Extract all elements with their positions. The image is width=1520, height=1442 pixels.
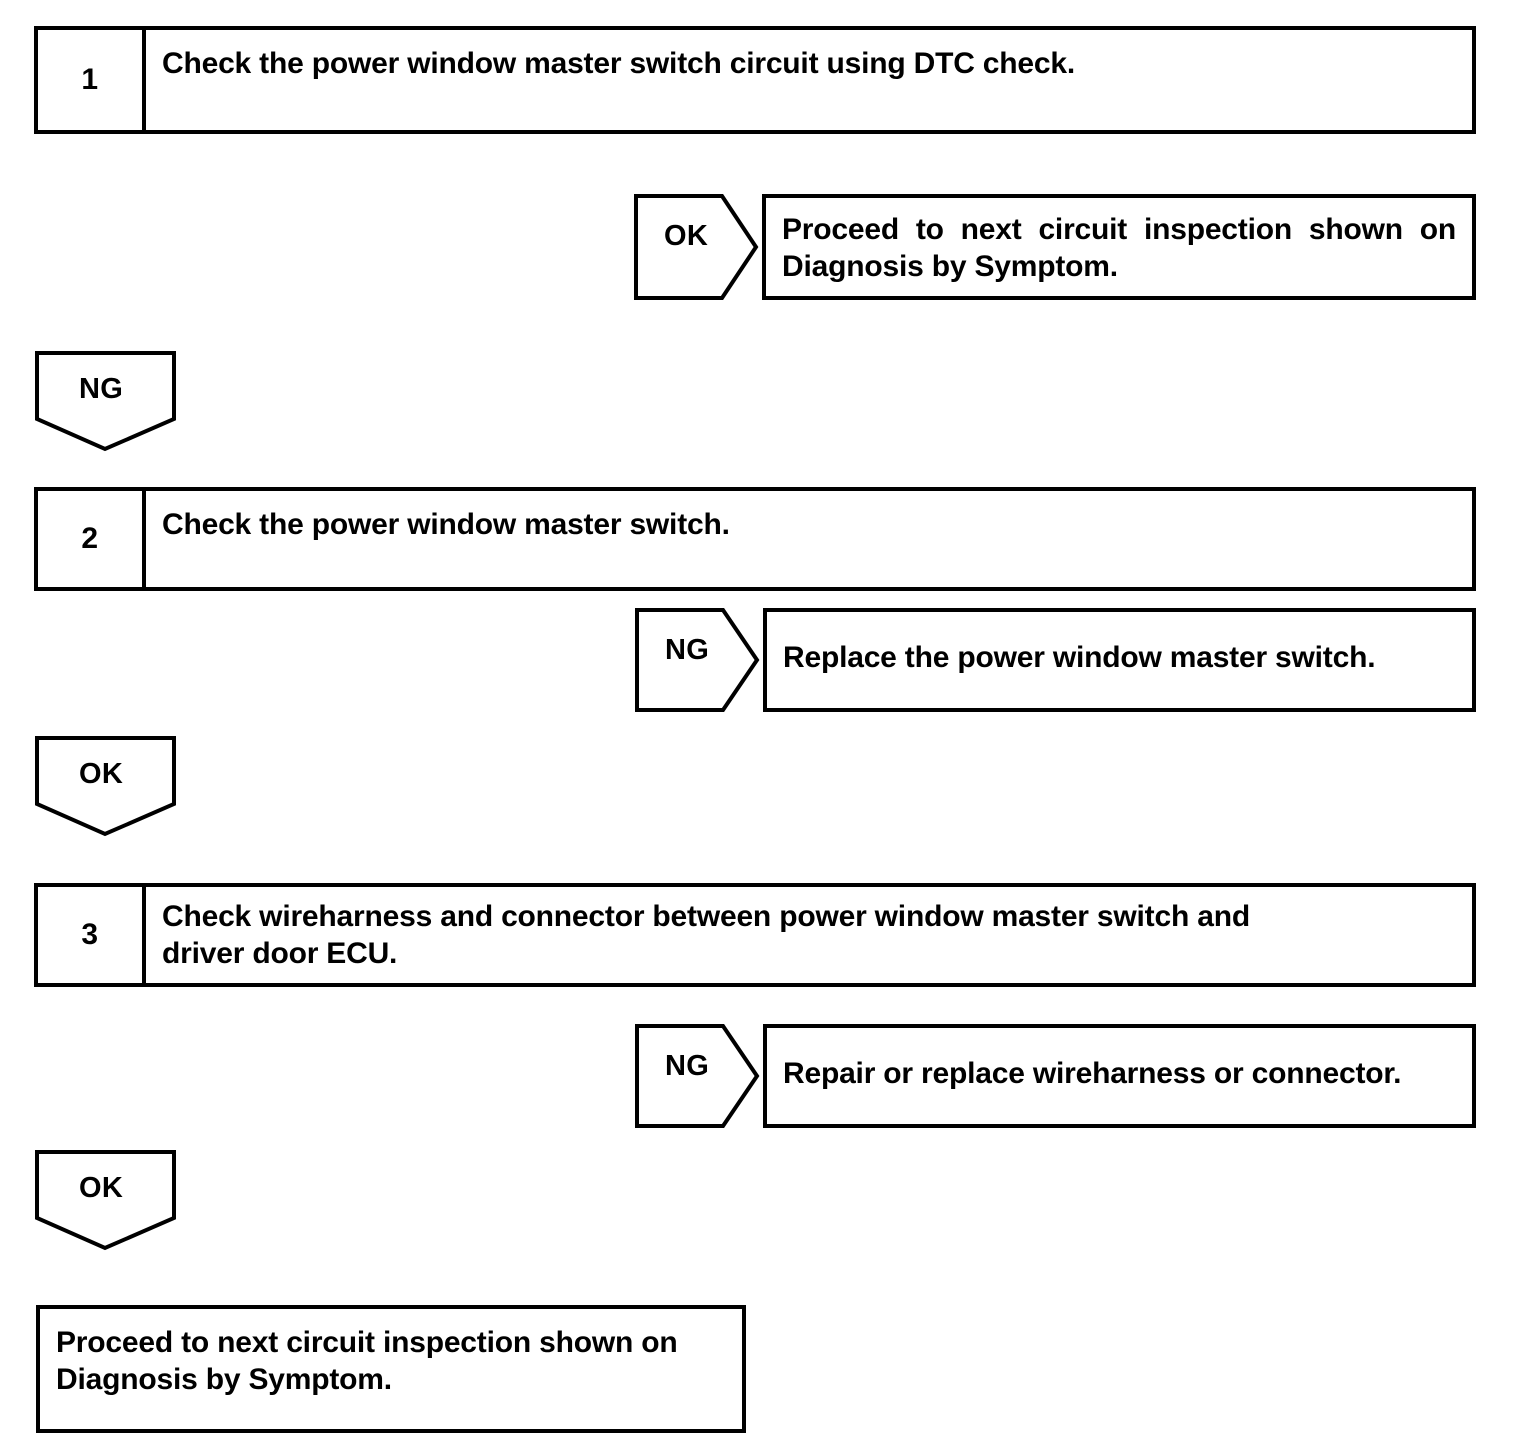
result-box-ng-3: Repair or replace wireharness or connect… [763,1024,1476,1128]
branch-arrow-ok-1-label: OK [664,220,709,252]
branch-arrow-ng-2-label: NG [665,634,710,666]
pentagon-down-icon [35,736,176,837]
step-text-2: Check the power window master switch. [162,508,730,541]
step-text-3: Check wireharness and connector between … [146,887,1472,983]
step-text-1: Check the power window master switch cir… [162,47,1076,80]
result-box-ok-1-line2: Diagnosis by Symptom. [782,249,1118,283]
branch-arrow-ng-3-label: NG [665,1050,710,1082]
branch-arrow-ok-2-label: OK [79,758,124,790]
branch-arrow-ng-1: NG [35,351,176,452]
result-box-ng-3-line1: Repair or replace wireharness or connect… [783,1057,1402,1090]
step-text-3-line1: Check wireharness and connector between … [162,900,1250,933]
branch-arrow-ok-3-label: OK [79,1172,124,1204]
result-box-ng-2: Replace the power window master switch. [763,608,1476,712]
step-text-3-line2: driver door ECU. [162,936,398,970]
result-box-ok-1: Proceed to next circuit inspection shown… [762,194,1476,300]
branch-arrow-ng-3: NG [635,1024,760,1128]
final-result-line1: Proceed to next circuit inspection shown… [56,1326,678,1359]
pentagon-right-icon [635,1024,760,1128]
result-box-ok-1-line1: Proceed to next circuit inspection shown… [782,213,1456,246]
step-number-1: 1 [38,30,146,130]
step-box-3: 3 Check wireharness and connector betwee… [34,883,1476,987]
step-number-3: 3 [38,887,146,983]
final-result-line2: Diagnosis by Symptom. [56,1362,392,1396]
final-result-box: Proceed to next circuit inspection shown… [36,1305,746,1433]
result-box-ng-2-line1: Replace the power window master switch. [783,641,1376,674]
step-box-2: 2 Check the power window master switch. [34,487,1476,591]
branch-arrow-ok-1: OK [634,194,759,300]
step-number-2: 2 [38,491,146,587]
pentagon-right-icon [635,608,760,712]
branch-arrow-ng-2: NG [635,608,760,712]
pentagon-right-icon [634,194,759,300]
branch-arrow-ok-3: OK [35,1150,176,1251]
pentagon-down-icon [35,1150,176,1251]
pentagon-down-icon [35,351,176,452]
branch-arrow-ok-2: OK [35,736,176,837]
branch-arrow-ng-1-label: NG [79,373,124,405]
step-box-1: 1 Check the power window master switch c… [34,26,1476,134]
